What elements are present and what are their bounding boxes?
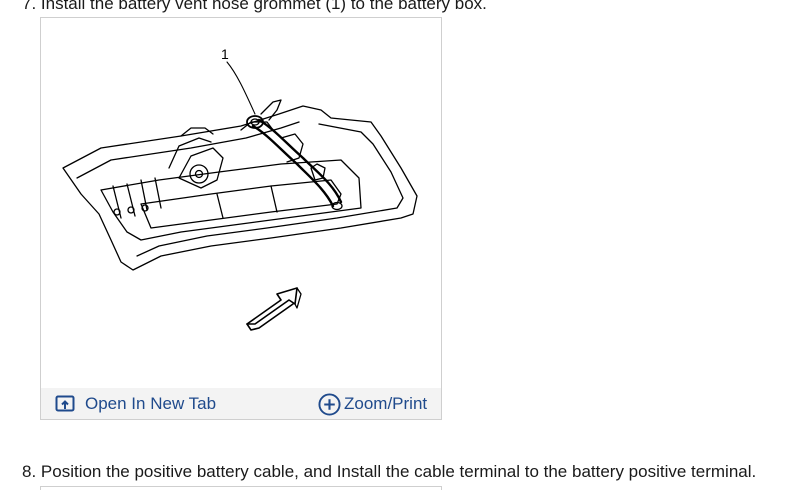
step-7-instruction: 7. Install the battery vent hose grommet… bbox=[22, 0, 487, 13]
open-in-new-tab-icon bbox=[55, 395, 75, 412]
figure-toolbar: Open In New Tab Zoom/Print bbox=[41, 388, 441, 419]
callout-label: 1 bbox=[221, 46, 229, 62]
step-8-instruction: 8. Position the positive battery cable, … bbox=[22, 462, 757, 481]
next-figure-container bbox=[40, 486, 442, 490]
zoom-print-button[interactable]: Zoom/Print bbox=[318, 392, 427, 416]
open-in-new-tab-button[interactable]: Open In New Tab bbox=[55, 392, 216, 416]
zoom-print-label: Zoom/Print bbox=[344, 394, 428, 413]
plus-circle-icon bbox=[318, 392, 341, 416]
figure-container: 1 Open In New Tab Zoom/Print bbox=[40, 17, 442, 420]
battery-box-illustration: 1 bbox=[62, 46, 418, 331]
open-in-new-tab-label: Open In New Tab bbox=[85, 394, 217, 413]
